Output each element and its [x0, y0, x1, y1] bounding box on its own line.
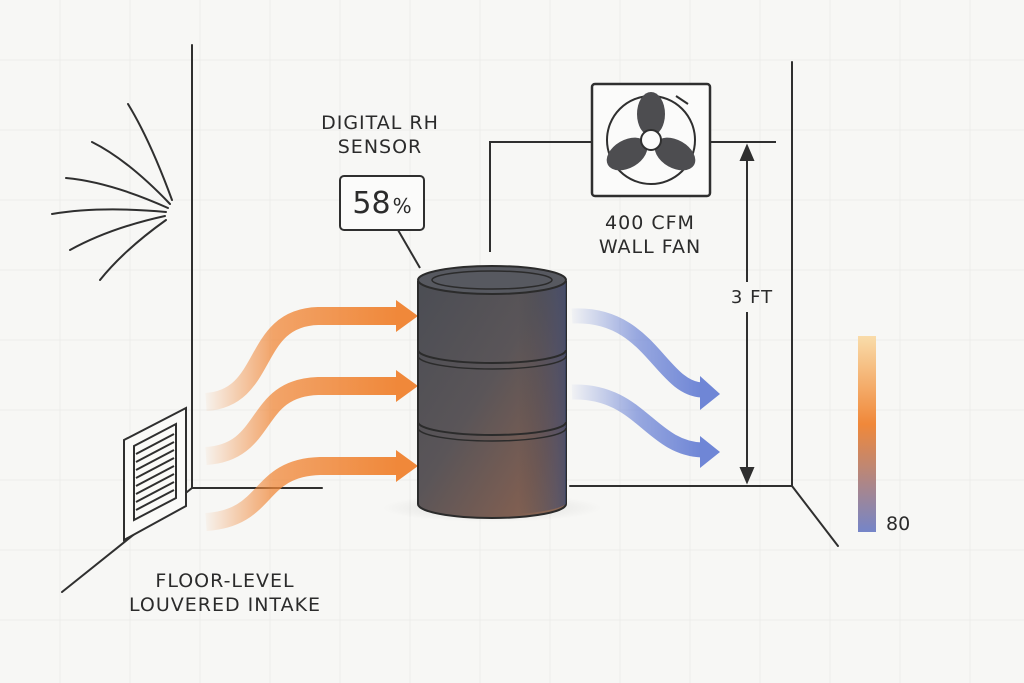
- warm-air-arrows: [204, 307, 398, 531]
- barrel-icon: [382, 265, 602, 522]
- intake-label-line-2: LOUVERED INTAKE: [128, 593, 322, 616]
- height-label: 3 FT: [730, 287, 774, 308]
- cool-air-arrow-1: [571, 308, 704, 398]
- sensor-title-line-1: DIGITAL RH: [321, 112, 439, 134]
- sensor-reading-unit: %: [392, 194, 412, 218]
- fan-icon: [590, 82, 712, 198]
- sensor-reading-value: 58: [352, 185, 391, 221]
- color-scale-label: 80: [886, 513, 911, 535]
- warm-air-arrow-2: [204, 377, 398, 465]
- airflow-burst-icon: [51, 103, 173, 281]
- height-dimension: [739, 143, 755, 485]
- sensor-title: DIGITAL RH SENSOR: [280, 112, 480, 160]
- warm-air-arrow-3: [205, 457, 398, 531]
- cool-air-arrowheads: [700, 376, 720, 468]
- fan-label-line-1: 400 CFM: [605, 212, 695, 234]
- fan-label: 400 CFM WALL FAN: [570, 212, 730, 260]
- warm-air-arrow-1: [204, 307, 398, 411]
- intake-label-line-1: FLOOR-LEVEL: [155, 570, 295, 592]
- sensor-display: [339, 175, 425, 269]
- fan-label-line-2: WALL FAN: [598, 235, 702, 258]
- color-scale-bar: [858, 336, 876, 532]
- cool-air-arrow-2: [571, 384, 703, 458]
- cool-air-arrows: [571, 308, 704, 458]
- sensor-reading: 58%: [340, 176, 424, 230]
- intake-label: FLOOR-LEVEL LOUVERED INTAKE: [100, 570, 350, 618]
- fan-duct: [489, 141, 776, 252]
- louvered-vent-icon: [123, 406, 187, 542]
- sensor-title-line-2: SENSOR: [337, 135, 423, 158]
- warm-air-arrowheads: [396, 300, 418, 482]
